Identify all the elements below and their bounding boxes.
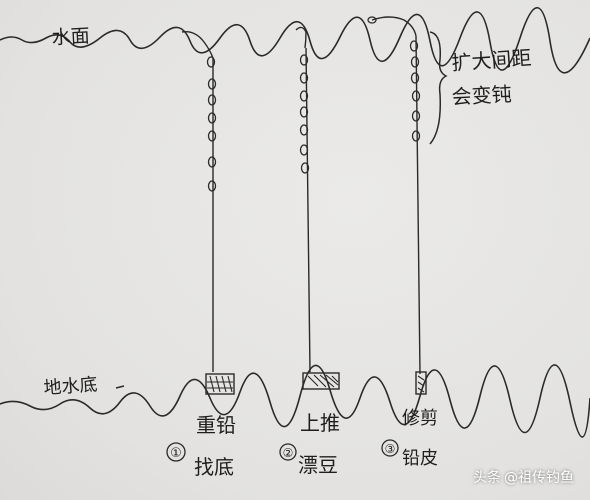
- annotation-bracket: [429, 31, 448, 145]
- rig-1-sinker: [205, 373, 235, 395]
- rig-1-float-tip: [181, 31, 214, 59]
- method-3-line-2: 铅皮: [402, 448, 438, 469]
- method-2-number-circle: [279, 443, 297, 461]
- watermark: 头条 @祖传钓鱼: [470, 464, 574, 490]
- rig-2-line: [305, 47, 311, 373]
- water-surface-line: [0, 6, 590, 74]
- method-3-number: ③: [385, 442, 396, 456]
- water-surface-label: 水面: [51, 25, 90, 49]
- rig-2-float-beads: [299, 54, 310, 174]
- rig-3-sinker: [415, 371, 427, 395]
- rig-2-sinker: [302, 372, 340, 390]
- method-3-line-1: 修剪: [402, 408, 438, 429]
- bottom-line: [0, 364, 590, 438]
- annotation-line-1: 扩大间距: [451, 45, 532, 75]
- method-1-number-circle: [166, 442, 186, 462]
- rig-3: [367, 16, 427, 395]
- method-2-line-1: 上推: [300, 411, 340, 435]
- rig-1-float-beads: [206, 56, 217, 192]
- rig-3-float-tip: [371, 16, 417, 37]
- method-1-number: ①: [170, 446, 182, 461]
- rig-3-float-beads: [409, 40, 421, 142]
- method-2-line-2: 漂豆: [298, 453, 338, 477]
- rig-2-float-tip: [295, 26, 307, 49]
- method-1-line-1: 重铅: [196, 413, 236, 437]
- rig-1: [181, 31, 235, 395]
- method-3-number-circle: [381, 439, 399, 457]
- bottom-label: 地水底: [43, 374, 98, 399]
- rig-2: [295, 26, 340, 390]
- bottom-label-dash: [115, 385, 125, 389]
- method-2-number: ②: [283, 446, 294, 460]
- watermark-source: 头条: [473, 470, 501, 486]
- rig-3-line: [415, 35, 421, 375]
- method-1-line-2: 找底: [194, 455, 234, 479]
- annotation-line-2: 会变钝: [451, 82, 512, 109]
- watermark-account: @祖传钓鱼: [504, 470, 574, 486]
